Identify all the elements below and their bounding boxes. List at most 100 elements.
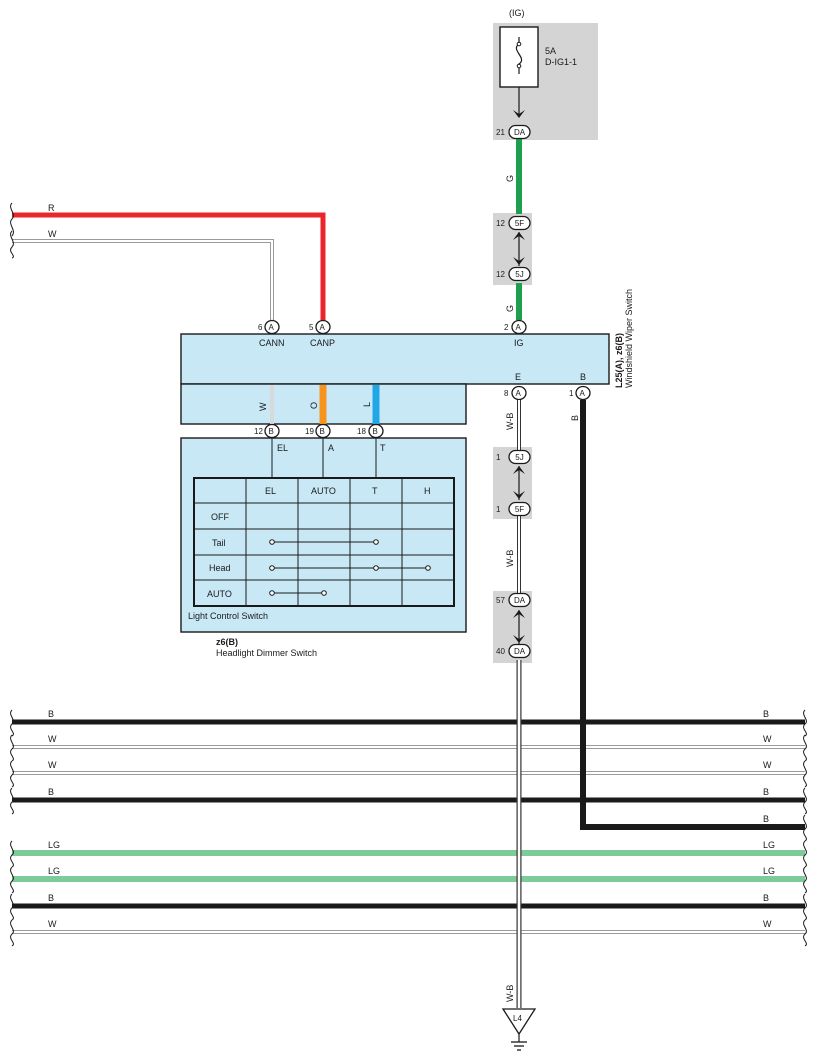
break-icon-left xyxy=(10,919,14,947)
break-icon-w xyxy=(10,230,14,259)
table-row-tail: Tail xyxy=(212,538,226,548)
pin-8-conn-letter: A xyxy=(516,389,522,398)
table-header-h: H xyxy=(424,486,431,496)
break-icon-right xyxy=(803,893,807,921)
table-header-el: EL xyxy=(265,486,276,496)
bus-label-left: B xyxy=(48,893,54,903)
wire-label-wb-1: W-B xyxy=(505,413,515,430)
pin-6-connector xyxy=(264,319,280,335)
fuse-name: D-IG1-1 xyxy=(545,57,577,67)
switch-position-tail xyxy=(269,539,379,545)
bus-label-right: B xyxy=(763,787,769,797)
connector-oval xyxy=(508,501,531,517)
tail-dot-el xyxy=(269,539,275,545)
connector-da-40: 40 DA xyxy=(496,643,531,659)
head-dot-t xyxy=(373,565,379,571)
pin-6-conn-letter: A xyxy=(269,323,275,332)
pin-1-number: 1 xyxy=(569,389,574,398)
connector-number: 40 xyxy=(496,647,505,656)
break-icon-right xyxy=(803,734,807,762)
connector-id: 5F xyxy=(515,505,524,514)
connector-oval xyxy=(508,449,531,465)
wire-label-wb-3: W-B xyxy=(505,985,515,1002)
bus-label-left: LG xyxy=(48,840,60,850)
connector-id: DA xyxy=(514,128,526,137)
break-icon-left xyxy=(10,840,14,868)
windshield-switch-title: L25(A), z6(B) xyxy=(614,333,624,388)
connector-number: 1 xyxy=(496,505,501,514)
switch-position-head xyxy=(269,565,431,571)
table-row-auto: AUTO xyxy=(207,589,232,599)
break-icon-left xyxy=(10,893,14,921)
hl-pin-el-label: EL xyxy=(277,443,288,453)
table-row-head: Head xyxy=(209,563,231,573)
connector-id: 5J xyxy=(515,453,523,462)
fuse-rating: 5A xyxy=(545,46,556,56)
pin-8-label: E xyxy=(515,372,521,382)
break-icon-left xyxy=(10,787,14,815)
arrow-fuse-down xyxy=(513,110,525,118)
bus-label-right: W xyxy=(763,919,772,929)
pin-8-connector xyxy=(511,385,527,401)
fuse-box xyxy=(499,26,539,88)
wire-b-vertical xyxy=(580,400,805,830)
connector-5j-1: 1 5J xyxy=(496,449,531,465)
wire-label-l-strip: L xyxy=(362,402,372,407)
bus-label-left: W xyxy=(48,734,57,744)
windshield-switch-box xyxy=(180,333,610,385)
connector-id: 5F xyxy=(515,219,524,228)
connector-id: 5J xyxy=(515,270,523,279)
table-header-auto: AUTO xyxy=(311,486,336,496)
break-icon-right xyxy=(803,787,807,815)
bus-label-left: W xyxy=(48,919,57,929)
wire-label-g-upper: G xyxy=(505,175,515,182)
light-control-switch-label: Light Control Switch xyxy=(188,611,268,621)
fuse-terminal-top xyxy=(516,41,522,47)
headlight-switch-title: z6(B) xyxy=(216,637,238,647)
windshield-switch-name: Windshield Wiper Switch xyxy=(624,289,634,388)
connector-oval xyxy=(508,215,531,231)
pin-5-conn-letter: A xyxy=(320,323,326,332)
connector-id: DA xyxy=(514,647,526,656)
pin-2-connector xyxy=(511,319,527,335)
break-icon-left xyxy=(10,760,14,788)
bus-label-right: W xyxy=(763,760,772,770)
wire-r xyxy=(12,212,326,320)
bus-label-right: B xyxy=(763,814,769,824)
connector-oval xyxy=(508,124,531,140)
table-row-off: OFF xyxy=(211,512,229,522)
table-header-t: T xyxy=(372,486,378,496)
break-icon-left xyxy=(10,866,14,894)
connector-oval xyxy=(508,266,531,282)
wire-w xyxy=(12,239,274,320)
connector-5f-12: 12 5F xyxy=(496,215,531,231)
switch-position-auto xyxy=(269,590,327,596)
connector-number: 1 xyxy=(496,453,501,462)
bus-label-right: W xyxy=(763,734,772,744)
pin-1-connector xyxy=(575,385,591,401)
bus-label-left: LG xyxy=(48,866,60,876)
ground-triangle xyxy=(501,1008,537,1036)
bus-label-left: B xyxy=(48,709,54,719)
pin-8-number: 8 xyxy=(504,389,509,398)
break-icon-left xyxy=(10,734,14,762)
break-icon-left xyxy=(10,709,14,737)
break-icon-right xyxy=(803,840,807,868)
break-icon-right xyxy=(803,919,807,947)
pin-5-number: 5 xyxy=(309,323,314,332)
break-icon-right xyxy=(803,866,807,894)
hl-pin-19-conn-letter: B xyxy=(320,427,325,436)
connector-number: 12 xyxy=(496,219,505,228)
pin-2-label: IG xyxy=(514,338,524,348)
break-icon-right xyxy=(803,709,807,737)
hl-pin-a-label: A xyxy=(328,443,334,453)
auto-dot-a xyxy=(321,590,327,596)
fuse-top-label: (IG) xyxy=(509,8,525,18)
